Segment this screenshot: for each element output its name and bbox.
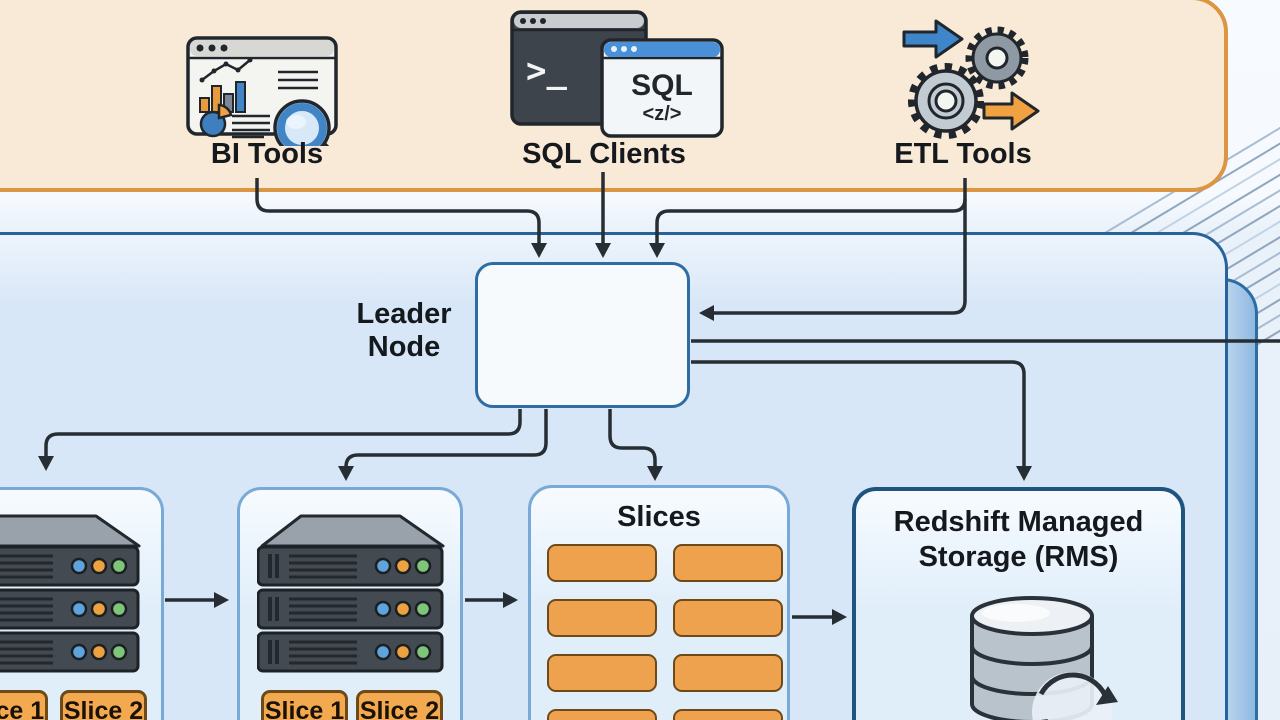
orange-arrow-glyph — [982, 91, 1040, 131]
slice-cell — [547, 544, 657, 582]
slice-chip: Slice 1 — [0, 690, 48, 720]
refresh-sync-icon — [1032, 672, 1118, 720]
blue-arrow-glyph — [902, 19, 964, 59]
slice-cell — [673, 654, 783, 692]
line-chart-glyph — [199, 57, 253, 83]
sql-clients-label: SQL Clients — [522, 138, 686, 170]
big-gear-glyph — [908, 63, 984, 139]
slice-cell — [547, 599, 657, 637]
svg-text:>_: >_ — [526, 51, 567, 91]
slice-cell — [673, 544, 783, 582]
compute-node-2: Slice 1 Slice 2 — [237, 487, 463, 720]
server-rack-icon — [257, 513, 447, 678]
etl-tools-label: ETL Tools — [894, 138, 1032, 170]
sql-window-icon: SQL <z/> — [600, 38, 724, 138]
slice-chip: Slice 1 — [261, 690, 348, 720]
etl-tools-icon — [902, 19, 1040, 139]
sql-clients-icon: >_ SQL <z/> — [510, 10, 724, 138]
slices-title: Slices — [617, 501, 701, 533]
svg-text:SQL: SQL — [631, 69, 693, 102]
slice-cell — [547, 709, 657, 720]
svg-text:<z/>: <z/> — [643, 103, 682, 125]
slice-cell — [673, 709, 783, 720]
slice-chip: Slice 2 — [60, 690, 147, 720]
slices-box: Slices — [528, 485, 790, 720]
managed-storage-icon — [970, 596, 1118, 720]
leader-node-label: Leader Node — [356, 298, 452, 364]
bi-tools-label: BI Tools — [210, 138, 324, 170]
pie-chart-glyph — [199, 103, 233, 138]
rms-box: Redshift Managed Storage (RMS) — [852, 487, 1185, 720]
slice-cell — [547, 654, 657, 692]
slice-cell — [673, 599, 783, 637]
slices-grid — [547, 544, 783, 720]
slice-chip: Slice 2 — [356, 690, 443, 720]
magnifier-icon — [273, 99, 331, 146]
small-gear-glyph — [965, 26, 1029, 90]
leader-node-box — [475, 262, 690, 408]
server-rack-icon — [0, 513, 143, 678]
rms-title: Redshift Managed Storage (RMS) — [893, 506, 1144, 573]
bi-tools-icon — [186, 36, 338, 146]
compute-node-1: Slice 1 Slice 2 — [0, 487, 164, 720]
